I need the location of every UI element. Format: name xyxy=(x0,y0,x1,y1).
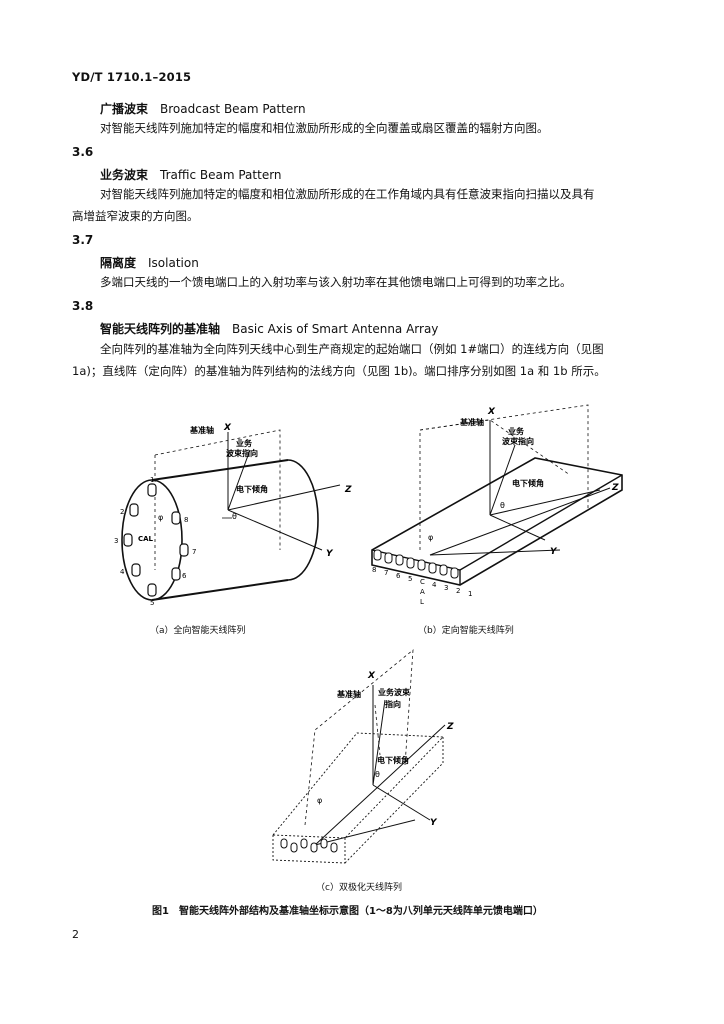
definition-broadcast-beam: 对智能天线阵列施加特定的幅度和相位激励所形成的全向覆盖或扇区覆盖的辐射方向图。 xyxy=(100,121,549,135)
fig-a-port-3: 3 xyxy=(114,537,118,545)
fig-b-port-1: 1 xyxy=(468,590,472,598)
fig-b-ref-axis-label: 基准轴 xyxy=(459,417,484,427)
fig-b-phi-label: φ xyxy=(428,533,433,542)
term-en: Traffic Beam Pattern xyxy=(160,168,282,182)
figure-b-caption: （b）定向智能天线阵列 xyxy=(418,626,514,636)
fig-b-port-7: 7 xyxy=(384,569,388,577)
fig-c-z-label: Z xyxy=(446,722,454,732)
fig-a-ref-axis-label: 基准轴 xyxy=(189,425,214,435)
section-number-3-7: 3.7 xyxy=(72,233,94,247)
fig-b-cal-a: A xyxy=(420,588,425,596)
fig-b-port-8: 8 xyxy=(372,566,376,574)
fig-b-tilt-label: 电下倾角 xyxy=(512,478,544,488)
term-cn: 业务波束 xyxy=(100,168,149,182)
fig-a-beam-label-1: 业务 xyxy=(236,438,253,448)
fig-a-beam-label-2: 波束指向 xyxy=(226,448,258,458)
section-number-3-6: 3.6 xyxy=(72,145,94,159)
definition-basic-axis-line2: 1a)；直线阵（定向阵）的基准轴为阵列结构的法线方向（见图 1b)。端口排序分别… xyxy=(72,364,606,378)
figure-a-caption: （a）全向智能天线阵列 xyxy=(150,626,246,636)
fig-a-port-1: 1 xyxy=(150,476,154,484)
fig-a-port-2: 2 xyxy=(120,508,124,516)
fig-c-beam-label-2: 指向 xyxy=(385,699,401,709)
fig-a-cal-label: CAL xyxy=(138,535,154,543)
fig-b-port-2: 2 xyxy=(456,587,460,595)
term-en: Isolation xyxy=(148,256,199,270)
figure-b-directional-array: 基准轴 X 业务 波束指向 电下倾角 Z Y θ φ 8 7 6 5 C 4 3… xyxy=(371,404,623,606)
definition-traffic-beam-line2: 高增益窄波束的方向图。 xyxy=(72,209,199,223)
term-isolation: 隔离度 Isolation xyxy=(100,254,199,271)
fig-c-x-label: X xyxy=(367,671,376,681)
fig-a-port-6: 6 xyxy=(182,572,187,580)
fig-a-z-label: Z xyxy=(344,485,352,495)
fig-b-port-3: 3 xyxy=(444,584,448,592)
fig-b-beam-label-2: 波束指向 xyxy=(502,436,534,446)
section-number-3-8: 3.8 xyxy=(72,299,94,313)
fig-a-y-label: Y xyxy=(326,549,334,559)
fig-b-port-c: C xyxy=(420,578,425,586)
fig-b-port-4: 4 xyxy=(432,581,437,589)
fig-a-port-4: 4 xyxy=(120,568,125,576)
figure-c-caption: （c）双极化天线阵列 xyxy=(316,883,402,893)
fig-b-cal-l: L xyxy=(420,598,424,606)
fig-a-x-label: X xyxy=(223,423,232,433)
fig-a-theta-label: θ xyxy=(232,512,237,521)
term-basic-axis: 智能天线阵列的基准轴 Basic Axis of Smart Antenna Ar… xyxy=(100,320,438,337)
fig-a-port-8: 8 xyxy=(184,516,188,524)
fig-b-port-5: 5 xyxy=(408,575,412,583)
term-traffic-beam: 业务波束 Traffic Beam Pattern xyxy=(100,166,282,183)
term-en: Basic Axis of Smart Antenna Array xyxy=(232,322,439,336)
definition-basic-axis-line1: 全向阵列的基准轴为全向阵列天线中心到生产商规定的起始端口（例如 1#端口）的连线… xyxy=(100,342,604,356)
figure-c-dual-polarized-array: X 基准轴 业务波束 指向 Z 电下倾角 θ φ Y xyxy=(272,649,454,864)
definition-traffic-beam-line1: 对智能天线阵列施加特定的幅度和相位激励所形成的在工作角域内具有任意波束指向扫描以… xyxy=(100,187,595,201)
term-cn: 隔离度 xyxy=(100,256,137,270)
fig-c-tilt-label: 电下倾角 xyxy=(377,755,409,765)
fig-b-x-label: X xyxy=(487,407,496,417)
fig-a-port-5: 5 xyxy=(150,599,154,607)
fig-b-beam-label-1: 业务 xyxy=(508,426,525,436)
term-cn: 智能天线阵列的基准轴 xyxy=(100,322,221,336)
fig-a-phi-label: φ xyxy=(158,513,163,522)
fig-b-theta-label: θ xyxy=(500,501,505,510)
definition-isolation: 多端口天线的一个馈电端口上的入射功率与该入射功率在其他馈电端口上可得到的功率之比… xyxy=(100,275,572,289)
fig-a-port-7: 7 xyxy=(192,548,196,556)
document-code: YD/T 1710.1–2015 xyxy=(72,70,192,84)
fig-c-beam-label-1: 业务波束 xyxy=(378,687,411,697)
term-cn: 广播波束 xyxy=(100,102,149,116)
page-number: 2 xyxy=(72,928,79,941)
figure-a-omni-array: 基准轴 X 业务 波束指向 电下倾角 Z Y θ φ CAL 1 2 3 4 5… xyxy=(114,423,352,607)
term-broadcast-beam: 广播波束 Broadcast Beam Pattern xyxy=(100,100,306,117)
figure-title: 图1 智能天线阵外部结构及基准轴坐标示意图（1～8为八列单元天线阵单元馈电端口） xyxy=(152,906,543,917)
term-en: Broadcast Beam Pattern xyxy=(160,102,306,116)
fig-b-z-label: Z xyxy=(611,483,619,493)
fig-c-theta-label: θ xyxy=(375,770,380,779)
fig-c-phi-label: φ xyxy=(317,796,322,805)
fig-b-y-label: Y xyxy=(550,547,558,557)
fig-b-port-6: 6 xyxy=(396,572,401,580)
fig-a-tilt-label: 电下倾角 xyxy=(236,484,268,494)
fig-c-y-label: Y xyxy=(430,818,438,828)
fig-c-ref-axis-label: 基准轴 xyxy=(336,689,361,699)
